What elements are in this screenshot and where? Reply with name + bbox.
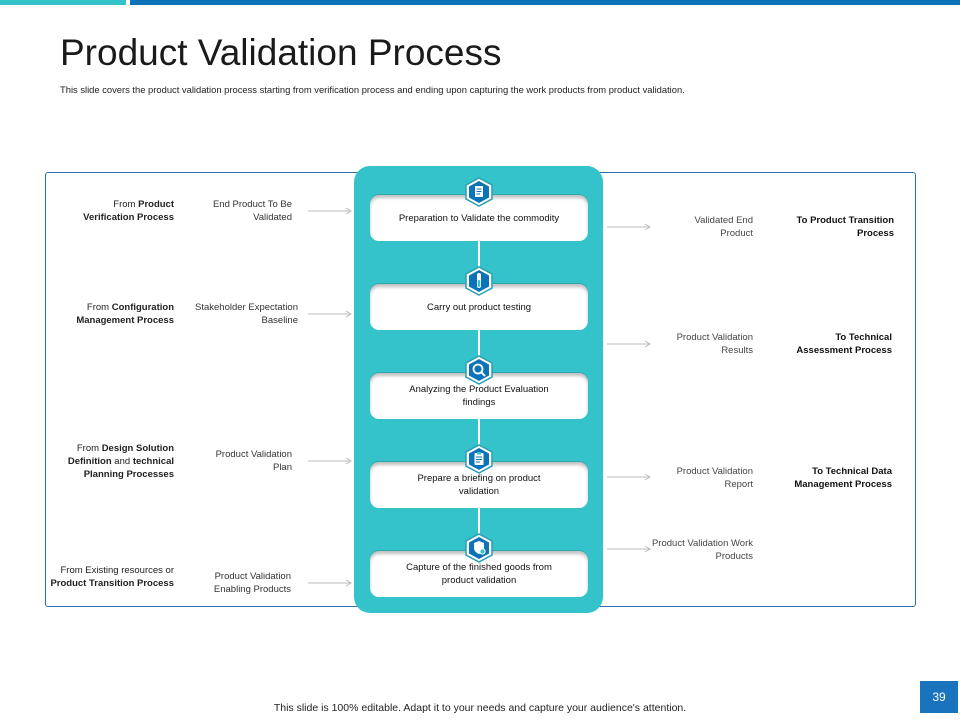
magnifier-icon xyxy=(465,355,493,385)
destination-label-3: To Technical Data Management Process xyxy=(794,466,892,490)
footer-note: This slide is 100% editable. Adapt it to… xyxy=(273,702,687,714)
source-label-3: From Design Solution Definition and tech… xyxy=(67,443,174,480)
slide-title: Product Validation Process xyxy=(60,32,502,73)
input-label-3: Product Validation Plan xyxy=(215,449,292,473)
input-arrow-3 xyxy=(308,457,352,465)
destination-label-2: To Technical Assessment Process xyxy=(796,332,892,356)
output-arrow-2 xyxy=(607,340,651,348)
input-arrow-1 xyxy=(308,207,352,215)
output-label-1: Validated End Product xyxy=(694,215,753,239)
step-connector xyxy=(478,330,480,373)
input-arrow-2 xyxy=(308,310,352,318)
document-icon xyxy=(465,177,493,207)
step-connector xyxy=(478,419,480,462)
page-number-badge: 39 xyxy=(920,681,958,713)
output-arrow-1 xyxy=(607,223,651,231)
test-tube-icon xyxy=(465,266,493,296)
output-label-2: Product Validation Results xyxy=(676,332,753,356)
output-label-3: Product Validation Report xyxy=(676,466,753,490)
shield-gear-icon xyxy=(465,533,493,563)
destination-label-1: To Product Transition Process xyxy=(796,215,894,239)
input-label-4: Product Validation Enabling Products xyxy=(213,571,291,595)
input-label-2: Stakeholder Expectation Baseline xyxy=(195,302,298,326)
source-label-4: From Existing resources or Product Trans… xyxy=(50,565,174,589)
clipboard-icon xyxy=(465,444,493,474)
step-connector xyxy=(478,508,480,551)
output-arrow-3 xyxy=(607,473,651,481)
process-step-4: Prepare a briefing on product validation xyxy=(370,462,588,508)
input-label-1: End Product To Be Validated xyxy=(212,199,292,223)
input-arrow-4 xyxy=(308,579,352,587)
step-connector xyxy=(478,241,480,284)
slide-subtitle: This slide covers the product validation… xyxy=(60,84,685,95)
top-accent-bar-dark xyxy=(130,0,960,5)
top-accent-bar-light xyxy=(0,0,126,5)
output-arrow-4 xyxy=(607,545,651,553)
output-label-4: Product Validation Work Products xyxy=(651,538,753,562)
